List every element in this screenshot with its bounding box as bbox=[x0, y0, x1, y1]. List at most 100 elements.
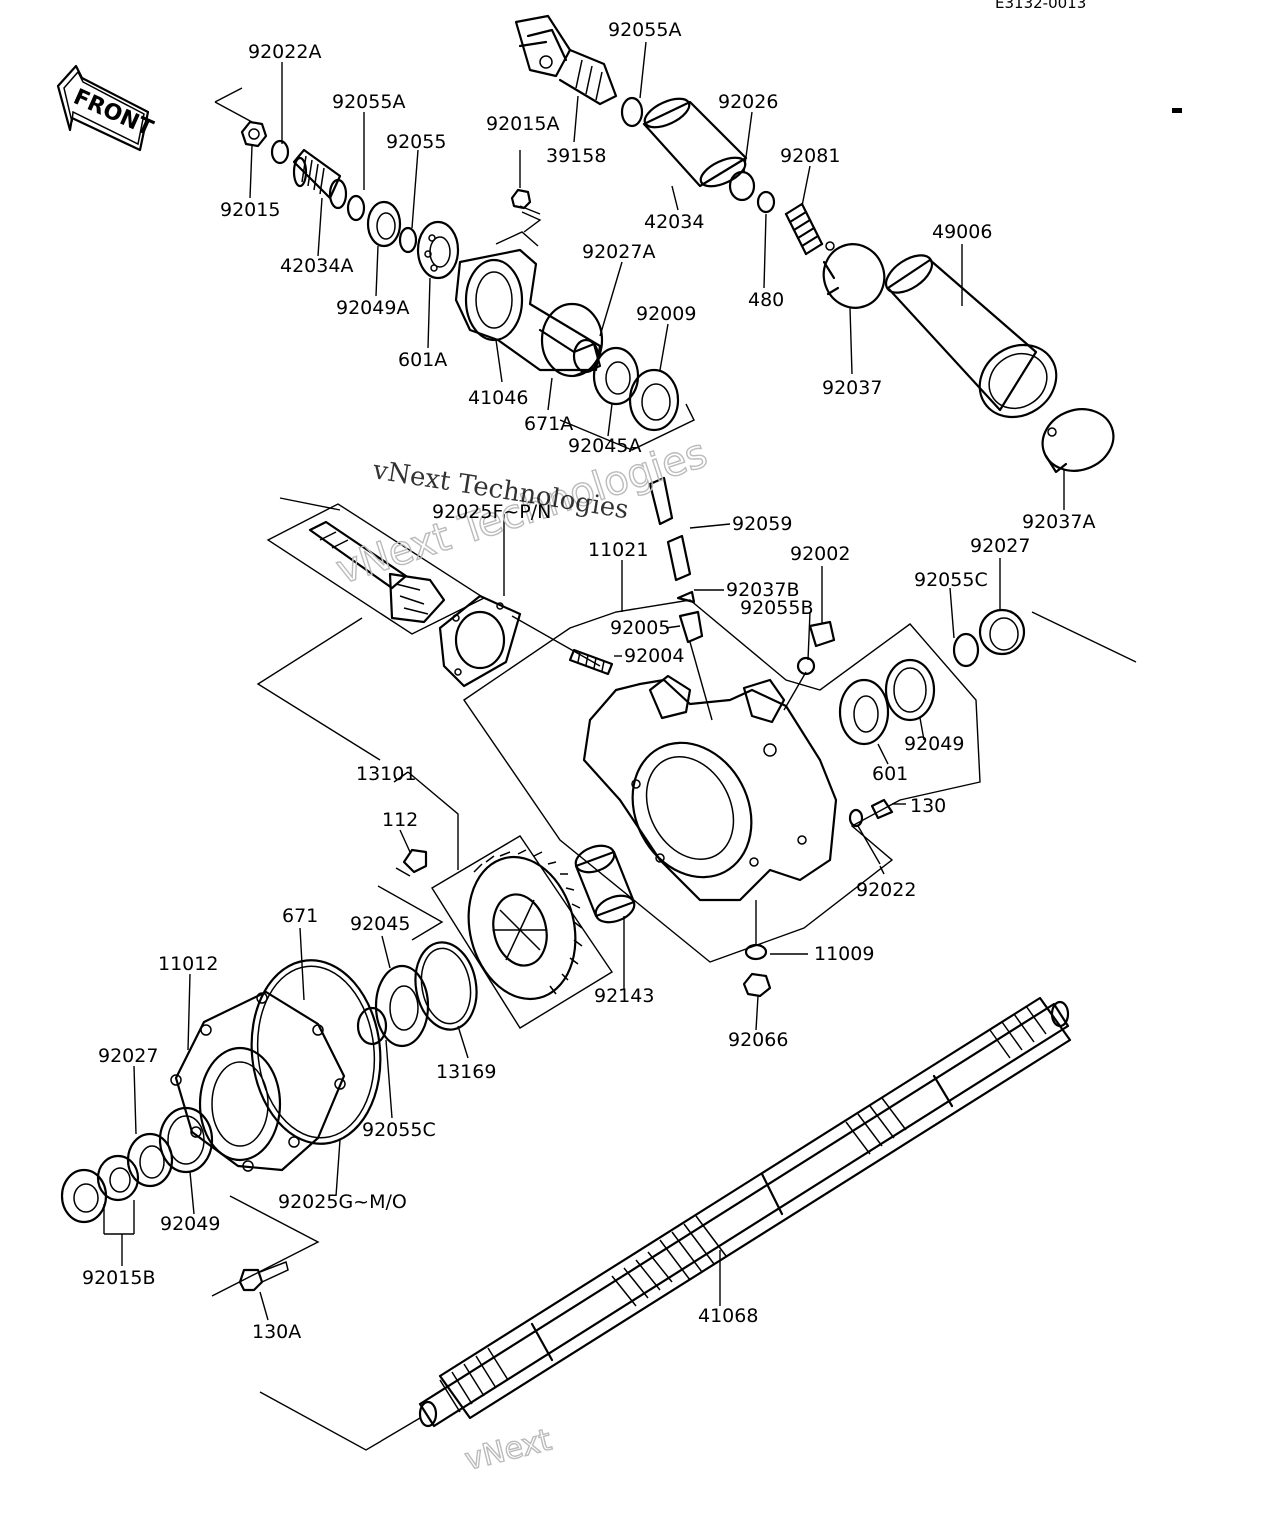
diagram-code: E3132-0013 bbox=[995, 0, 1086, 12]
label-601A: 601A bbox=[398, 349, 447, 371]
breather-92002-icon bbox=[808, 620, 836, 648]
label-601: 601 bbox=[872, 763, 908, 785]
label-92055A-left: 92055A bbox=[332, 91, 405, 113]
o-ring-671A-icon bbox=[540, 302, 604, 378]
bolt-130A-icon bbox=[238, 1260, 289, 1292]
label-92027A: 92027A bbox=[582, 241, 655, 263]
label-92049-right: 92049 bbox=[904, 733, 964, 755]
label-92066: 92066 bbox=[728, 1029, 788, 1051]
label-41046: 41046 bbox=[468, 387, 528, 409]
label-92025F: 92025F~P/N bbox=[432, 501, 551, 523]
nipple-92005-icon bbox=[678, 610, 713, 721]
seal-92049-right-icon bbox=[884, 658, 936, 722]
label-671: 671 bbox=[282, 905, 318, 927]
label-92037A: 92037A bbox=[1022, 511, 1095, 533]
label-92055C-right: 92055C bbox=[914, 569, 988, 591]
label-130: 130 bbox=[910, 795, 946, 817]
nut-92015A-icon bbox=[510, 150, 541, 215]
front-arrow-icon: FRONT bbox=[56, 64, 157, 152]
shim-13169-icon bbox=[414, 941, 478, 1031]
washer-11009-icon bbox=[744, 943, 768, 961]
pinion-gear-assembly bbox=[214, 87, 460, 280]
label-49006: 49006 bbox=[932, 221, 992, 243]
bearing-92045-icon bbox=[374, 964, 430, 1048]
label-92002: 92002 bbox=[790, 543, 850, 565]
label-92025G: 92025G~M/O bbox=[278, 1191, 407, 1213]
corner-mark bbox=[1172, 108, 1182, 113]
bolt-130-icon bbox=[870, 798, 894, 820]
label-13169: 13169 bbox=[436, 1061, 496, 1083]
stud-92004-icon bbox=[568, 648, 614, 676]
boot-49006-icon bbox=[884, 254, 1058, 419]
label-92045: 92045 bbox=[350, 913, 410, 935]
washer-92055B-icon bbox=[796, 656, 816, 676]
label-92027-right: 92027 bbox=[970, 535, 1030, 557]
universal-joint-39158-icon bbox=[514, 14, 618, 106]
label-42034A: 42034A bbox=[280, 255, 353, 277]
bearing-92045A-icon bbox=[592, 346, 640, 406]
clip-92037B-icon bbox=[676, 590, 696, 604]
pin-92059-icon bbox=[648, 476, 692, 582]
clamp-92037A-icon bbox=[1041, 408, 1115, 474]
o-ring-671-icon bbox=[250, 959, 382, 1145]
circlip-480-icon bbox=[756, 190, 776, 214]
label-92015: 92015 bbox=[220, 199, 280, 221]
label-92081: 92081 bbox=[780, 145, 840, 167]
clamp-92037-icon bbox=[822, 241, 886, 309]
label-92055A-top: 92055A bbox=[608, 19, 681, 41]
collar-92027-right-icon bbox=[978, 608, 1026, 656]
label-92055: 92055 bbox=[386, 131, 446, 153]
circlip-92055C-right-icon bbox=[952, 632, 980, 668]
label-92015A: 92015A bbox=[486, 113, 559, 135]
label-92037B: 92037B bbox=[726, 579, 799, 601]
label-92009: 92009 bbox=[636, 303, 696, 325]
label-42034: 42034 bbox=[644, 211, 704, 233]
spring-92081-icon bbox=[784, 202, 824, 256]
label-92055C-left: 92055C bbox=[362, 1119, 436, 1141]
label-130A: 130A bbox=[252, 1321, 301, 1343]
ring-gear-13101-icon bbox=[467, 849, 583, 1001]
label-92027-left: 92027 bbox=[98, 1045, 158, 1067]
label-92049A: 92049A bbox=[336, 297, 409, 319]
label-11009: 11009 bbox=[814, 943, 874, 965]
nut-92015-icon bbox=[240, 120, 268, 148]
axle-shaft-41068-icon bbox=[418, 996, 1072, 1428]
circlip-92055A-icon bbox=[346, 194, 366, 222]
label-480: 480 bbox=[748, 289, 784, 311]
label-39158: 39158 bbox=[546, 145, 606, 167]
watermark-bottom: vNext bbox=[461, 1423, 555, 1478]
label-92005: 92005 bbox=[610, 617, 670, 639]
washer-92022-icon bbox=[848, 808, 864, 828]
circlip-92055C-left-icon bbox=[356, 1006, 388, 1046]
label-92143: 92143 bbox=[594, 985, 654, 1007]
washer-92022A-icon bbox=[270, 139, 290, 165]
label-92049-left: 92049 bbox=[160, 1213, 220, 1235]
label-92015B: 92015B bbox=[82, 1267, 155, 1289]
seal-92049A-icon bbox=[366, 200, 402, 248]
label-92055B: 92055B bbox=[740, 597, 813, 619]
label-11012: 11012 bbox=[158, 953, 218, 975]
label-92022A: 92022A bbox=[248, 41, 321, 63]
label-92037: 92037 bbox=[822, 377, 882, 399]
label-671A: 671A bbox=[524, 413, 573, 435]
label-92022: 92022 bbox=[856, 879, 916, 901]
seal-92049-left-icon bbox=[158, 1106, 214, 1174]
spacer-92143-icon bbox=[574, 844, 636, 924]
label-41068: 41068 bbox=[698, 1305, 758, 1327]
bearing-601-icon bbox=[838, 678, 890, 746]
label-92059: 92059 bbox=[732, 513, 792, 535]
label-92026: 92026 bbox=[718, 91, 778, 113]
circlip-92055A-top-icon bbox=[620, 96, 644, 128]
part-labels: 92022A 92055A 92055 92015 42034A 92049A … bbox=[82, 19, 1095, 1343]
label-92045A: 92045A bbox=[568, 435, 641, 457]
ring-92026-icon bbox=[728, 170, 756, 202]
label-112: 112 bbox=[382, 809, 418, 831]
label-11021: 11021 bbox=[588, 539, 648, 561]
label-92004: 92004 bbox=[624, 645, 684, 667]
bearing-601A-icon bbox=[416, 220, 460, 280]
seal-92009-icon bbox=[628, 368, 680, 432]
pinion-42034A-icon bbox=[292, 148, 348, 210]
bearing-housing-41046-icon bbox=[454, 211, 602, 378]
leader-lines bbox=[103, 41, 1065, 1321]
